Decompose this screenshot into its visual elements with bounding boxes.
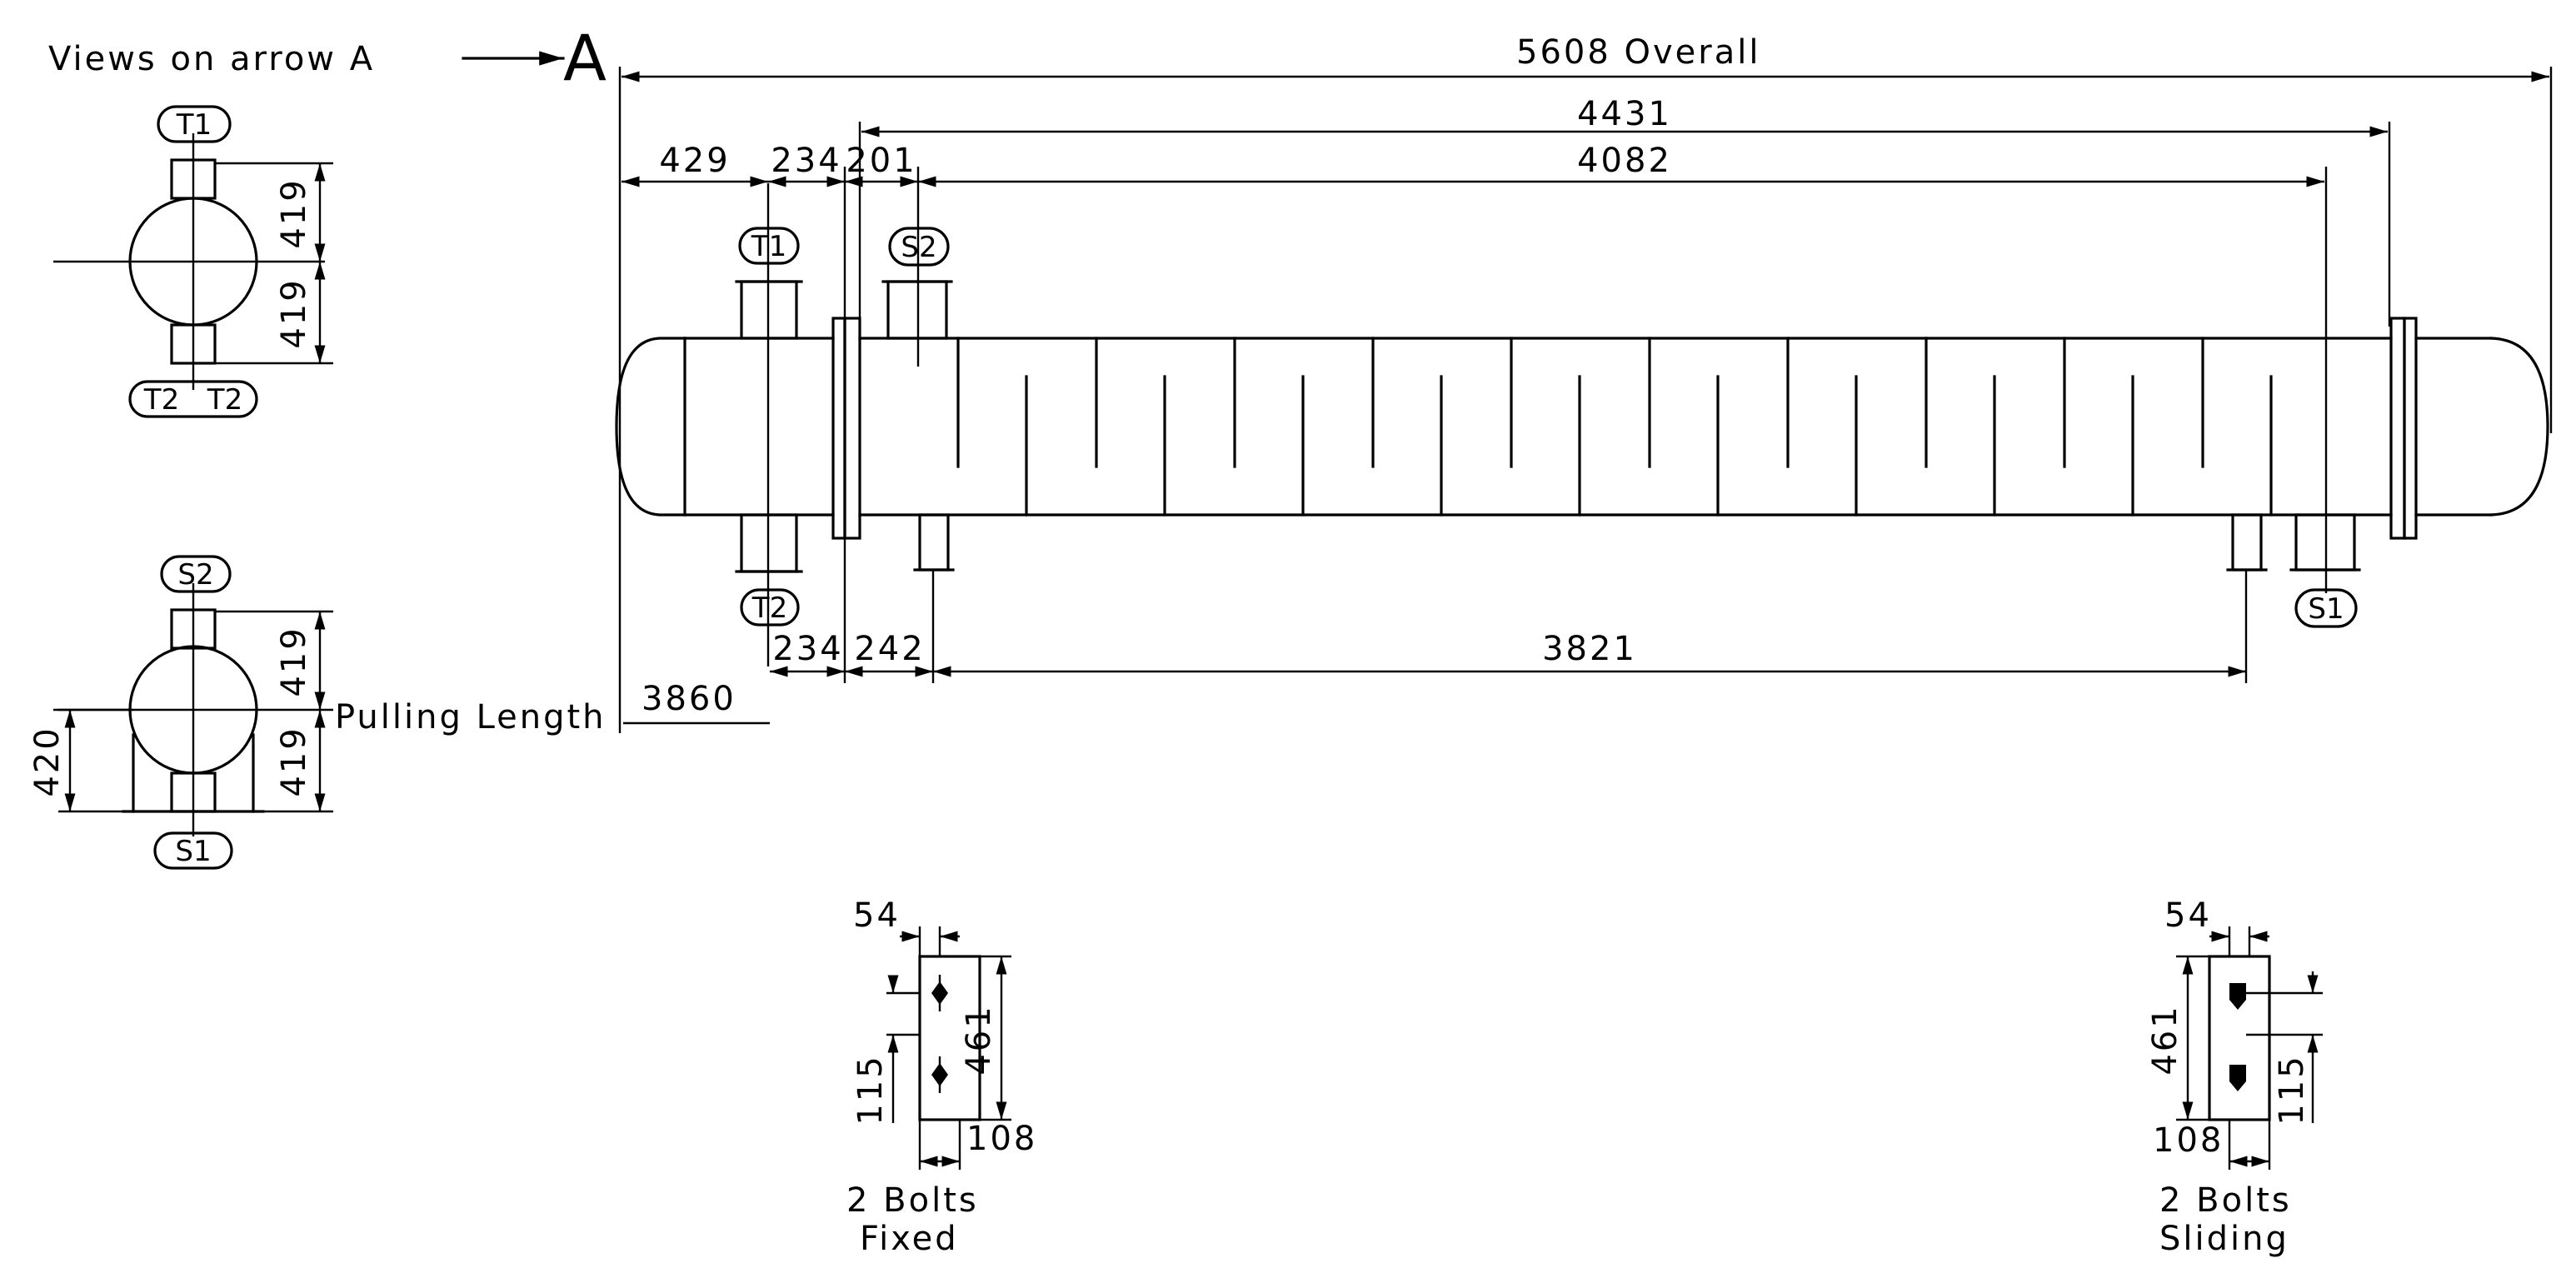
fixed-dim-461: 461 bbox=[960, 1004, 998, 1075]
dim-234-top-value: 234 bbox=[771, 142, 841, 180]
tag-t1-label: T1 bbox=[751, 230, 786, 263]
fixed-support-detail: 54 115 461 108 2 Bolts Fixed bbox=[846, 896, 1037, 1258]
sliding-dim-54: 54 bbox=[2164, 896, 2212, 935]
fixed-dim-115: 115 bbox=[851, 1054, 890, 1125]
dim-4431-value: 4431 bbox=[1577, 95, 1672, 133]
support-stub-left bbox=[918, 513, 950, 572]
fixed-type-label: Fixed bbox=[860, 1220, 959, 1258]
fixed-dim-108: 108 bbox=[966, 1120, 1037, 1158]
fixed-dim-54: 54 bbox=[853, 896, 901, 935]
tag-s2-end-view bbox=[160, 555, 232, 593]
tag-s2-label: S2 bbox=[901, 231, 936, 264]
exchanger-side-view bbox=[615, 167, 2549, 666]
dim-t-lower-value: 419 bbox=[275, 277, 313, 348]
tubesheet-left-inner bbox=[843, 317, 861, 540]
saddle-plate bbox=[2208, 955, 2271, 1121]
nozzle-s2-end-view bbox=[170, 608, 217, 650]
tag-t2-end-label-right: T2 bbox=[207, 383, 242, 417]
tag-t2-label: T2 bbox=[751, 592, 787, 625]
sliding-dim-115: 115 bbox=[2273, 1054, 2311, 1125]
dim-overall-value: 5608 Overall bbox=[1516, 33, 1760, 72]
tag-s2-end-label: S2 bbox=[177, 558, 213, 592]
pulling-length-value: 3860 bbox=[642, 680, 736, 718]
dim-429-value: 429 bbox=[659, 142, 730, 180]
right-head bbox=[2489, 337, 2549, 517]
dim-3821-value: 3821 bbox=[1542, 630, 1637, 668]
dim-4082-value: 4082 bbox=[1577, 142, 1672, 180]
tag-s2 bbox=[888, 227, 950, 267]
tag-s1-end-label: S1 bbox=[175, 835, 211, 868]
slotted-hole-icon bbox=[2229, 1065, 2246, 1091]
nozzle-t1-end-view bbox=[170, 158, 217, 200]
end-view-shell-side: 419 419 420 S2 S1 bbox=[28, 555, 333, 870]
arrow-a-letter: A bbox=[563, 21, 607, 95]
dim-t-upper-value: 419 bbox=[275, 177, 313, 248]
dim-201-value: 201 bbox=[846, 142, 916, 180]
sliding-type-label: Sliding bbox=[2159, 1220, 2289, 1258]
slotted-hole-icon bbox=[2229, 983, 2246, 1010]
fixed-bolts-label: 2 Bolts bbox=[846, 1181, 979, 1220]
end-view-tube-side: 419 419 T1 T2 T2 bbox=[53, 105, 333, 418]
tag-t2-end-view bbox=[128, 380, 258, 418]
tag-s1 bbox=[2294, 588, 2358, 628]
tag-s1-label: S1 bbox=[2308, 592, 2344, 626]
tubesheet-right-inner bbox=[2389, 317, 2406, 540]
tubesheet-right-outer bbox=[2403, 317, 2418, 540]
dim-234-bottom-value: 234 bbox=[772, 630, 843, 668]
sliding-bolts-label: 2 Bolts bbox=[2159, 1181, 2292, 1220]
tag-t2 bbox=[740, 588, 800, 627]
sliding-dim-108: 108 bbox=[2153, 1121, 2224, 1160]
saddle-plate bbox=[918, 955, 981, 1121]
sliding-support-detail: 54 115 461 108 2 Bolts Sliding bbox=[2146, 896, 2323, 1258]
dim-s-upper-value: 419 bbox=[275, 626, 313, 696]
tag-t1 bbox=[738, 227, 800, 265]
left-head bbox=[615, 337, 686, 517]
support-stub-right bbox=[2231, 513, 2263, 572]
tag-t1-end-view bbox=[157, 105, 232, 143]
nozzle-t2-end-view bbox=[170, 323, 217, 365]
tag-t1-end-label: T1 bbox=[176, 108, 212, 142]
pulling-length-label: Pulling Length bbox=[335, 698, 607, 736]
tubesheet-left-outer bbox=[831, 317, 846, 540]
dim-support-value: 420 bbox=[28, 726, 67, 796]
sliding-dim-461: 461 bbox=[2146, 1004, 2184, 1075]
dim-s-lower-value: 419 bbox=[275, 726, 313, 796]
dim-242-value: 242 bbox=[854, 630, 925, 668]
views-on-arrow-label: Views on arrow A bbox=[48, 40, 375, 78]
tag-t2-end-label-left: T2 bbox=[143, 383, 179, 417]
tag-s1-end-view bbox=[153, 831, 233, 870]
